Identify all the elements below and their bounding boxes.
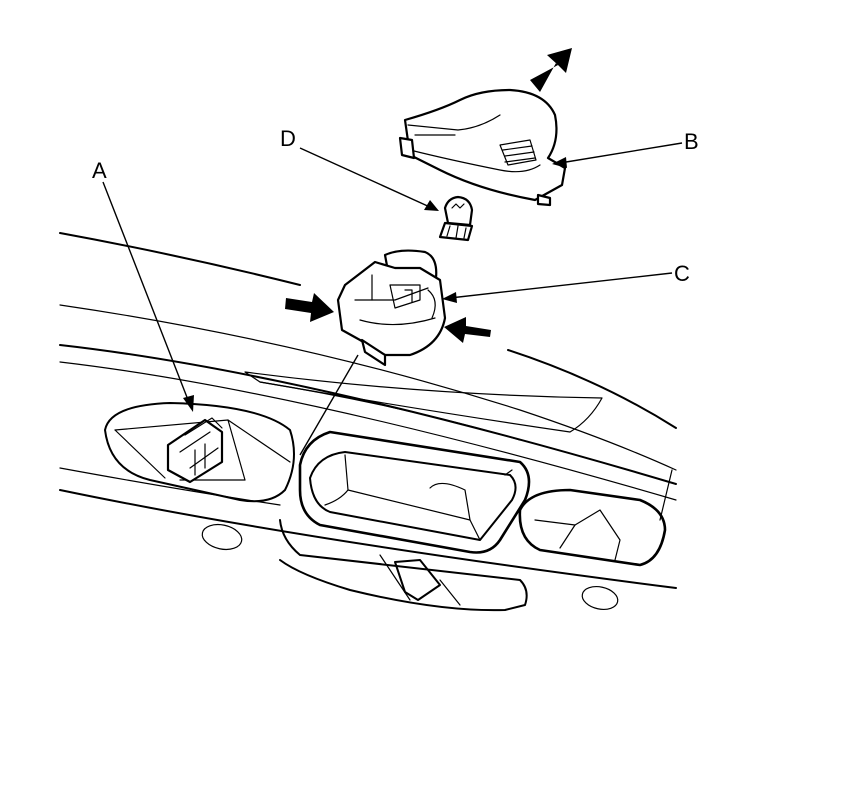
callout-label-a: A — [92, 158, 107, 183]
callout-label-c: C — [674, 261, 690, 286]
trim-panel — [59, 232, 677, 589]
bulb-socket-c — [336, 249, 447, 367]
lower-details — [201, 469, 673, 612]
callout-label-b: B — [684, 129, 699, 154]
squeeze-arrow-left — [285, 293, 334, 322]
centre-recess — [298, 430, 531, 554]
squeeze-arrow-right — [444, 317, 491, 343]
right-recess — [518, 488, 667, 567]
connector-a — [166, 417, 224, 484]
left-recess — [104, 402, 295, 503]
lens-b — [398, 88, 567, 207]
bulb-d — [438, 195, 474, 242]
leader-lines — [102, 142, 683, 456]
lens-removal-arrow — [530, 48, 572, 92]
callout-label-d: D — [280, 126, 296, 151]
